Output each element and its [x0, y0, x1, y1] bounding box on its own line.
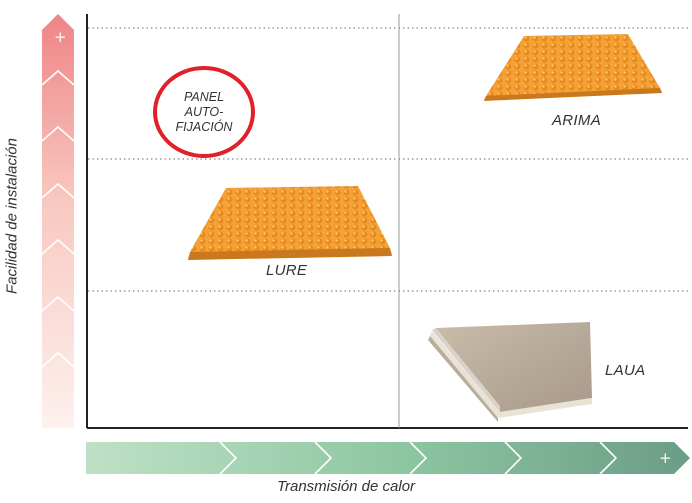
x-bar-chevrons — [219, 441, 618, 475]
badge-line-3: FIJACIÓN — [175, 119, 233, 134]
laua-panel-image — [428, 322, 592, 422]
gridlines — [88, 27, 688, 292]
y-axis-gradient-bar — [41, 14, 75, 428]
x-axis-plus-symbol: + — [659, 449, 672, 467]
badge-line-2: AUTO- — [184, 104, 224, 119]
laua-label: LAUA — [605, 362, 646, 379]
x-axis-gradient-bar — [86, 441, 690, 475]
lure-panel-image — [188, 186, 392, 260]
badge-line-1: PANEL — [183, 89, 225, 104]
self-fixing-panel-badge: PANEL AUTO- FIJACIÓN — [153, 66, 255, 158]
arima-label: ARIMA — [552, 112, 602, 129]
lure-label: LURE — [266, 262, 308, 279]
y-bar-chevrons — [41, 69, 75, 368]
x-axis-title: Transmisión de calor — [276, 478, 416, 495]
y-axis-plus-symbol: + — [54, 28, 67, 46]
arima-panel-image — [484, 34, 662, 101]
y-axis-title: Facilidad de instalación — [3, 138, 21, 294]
